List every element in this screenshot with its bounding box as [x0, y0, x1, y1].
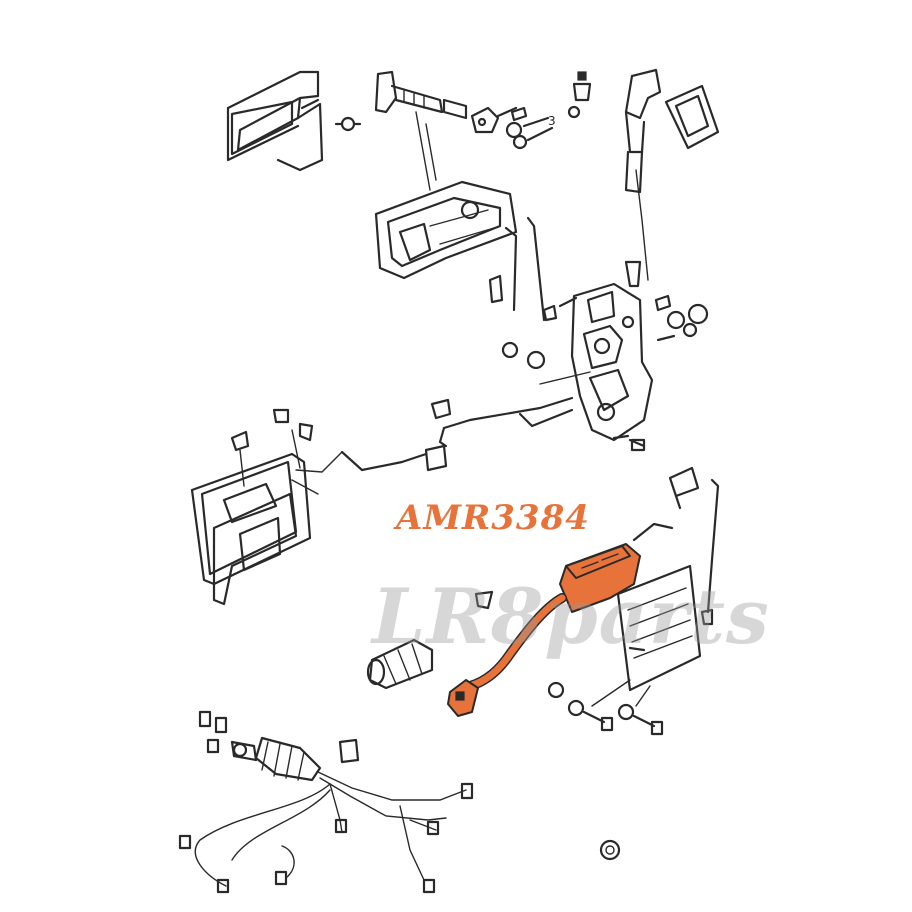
lock-barrel	[374, 70, 468, 120]
right-link-rod	[700, 478, 720, 626]
harness-connectors	[178, 710, 474, 894]
link-connector	[340, 444, 448, 472]
door-latch	[539, 282, 654, 442]
latch-screws	[612, 294, 709, 452]
handle-bezel-top-left	[226, 70, 324, 172]
right-clip	[668, 466, 700, 510]
watermark-text: LR8parts	[372, 572, 770, 661]
link-rod-a	[504, 216, 546, 322]
harness-bellows	[230, 736, 322, 782]
wiring-harness	[194, 738, 467, 887]
grommet-nut	[599, 839, 621, 861]
remote-bezel	[664, 84, 720, 150]
screw-small-1	[334, 116, 362, 132]
part-number-label: AMR3384	[396, 498, 590, 538]
remote-control-lever	[624, 68, 662, 281]
callout-3: 3	[548, 114, 556, 128]
interior-door-handle	[190, 451, 343, 606]
clip-small-b	[501, 304, 558, 370]
highlighted-actuator-AMR3384	[447, 522, 674, 717]
callout-3-label: 3	[548, 114, 556, 128]
linkage-rod-long	[430, 396, 574, 448]
retaining-clip-mid	[474, 590, 494, 610]
clip-small-a	[488, 260, 642, 304]
handle-clips	[230, 408, 314, 487]
lock-clip-parts	[505, 106, 554, 150]
mounting-plate	[616, 564, 702, 692]
exterior-handle-housing	[374, 111, 518, 280]
rubber-grommet-sleeve	[366, 638, 434, 690]
lock-key	[470, 106, 518, 134]
bolt-top-1	[567, 71, 592, 119]
lower-screws	[547, 679, 664, 736]
